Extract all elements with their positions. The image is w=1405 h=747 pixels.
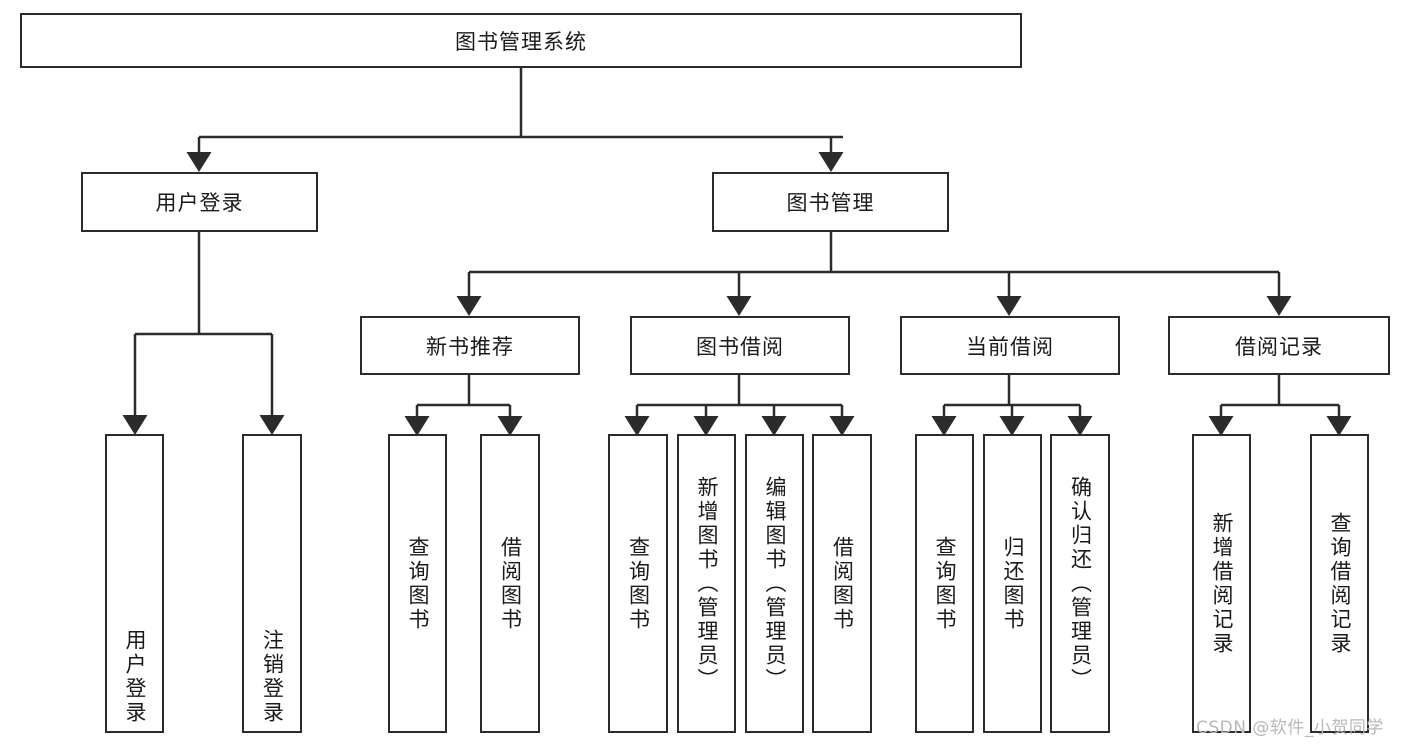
node-current-borrow[interactable]: 当前借阅 — [900, 316, 1120, 375]
node-root-label: 图书管理系统 — [455, 29, 587, 54]
node-root[interactable]: 图书管理系统 — [20, 13, 1022, 68]
node-leaf-current-borrow-3-label: 确认归还（管理员） — [1068, 475, 1093, 692]
node-leaf-new-book-rec-1[interactable]: 查询图书 — [388, 434, 447, 733]
node-user-login[interactable]: 用户登录 — [81, 172, 318, 232]
node-leaf-user-login-2-label: 注销登录 — [260, 629, 285, 725]
node-leaf-book-borrow-1[interactable]: 查询图书 — [608, 434, 668, 733]
node-leaf-book-borrow-2[interactable]: 新增图书（管理员） — [677, 434, 736, 733]
node-leaf-book-borrow-3[interactable]: 编辑图书（管理员） — [745, 434, 804, 733]
node-leaf-book-borrow-3-label: 编辑图书（管理员） — [763, 475, 787, 692]
node-leaf-book-borrow-2-label: 新增图书（管理员） — [695, 475, 719, 692]
node-current-borrow-label: 当前借阅 — [966, 334, 1054, 359]
node-leaf-book-borrow-1-label: 查询图书 — [626, 535, 651, 632]
watermark: CSDN @软件_小贺同学 — [1196, 718, 1384, 738]
node-leaf-book-borrow-4-label: 借阅图书 — [830, 535, 855, 632]
node-leaf-current-borrow-1-label: 查询图书 — [933, 535, 957, 632]
node-leaf-borrow-record-1[interactable]: 新增借阅记录 — [1192, 434, 1251, 733]
node-leaf-new-book-rec-1-label: 查询图书 — [406, 535, 430, 632]
node-book-borrow-label: 图书借阅 — [696, 334, 784, 359]
node-new-book-rec-label: 新书推荐 — [426, 334, 514, 359]
node-leaf-book-borrow-4[interactable]: 借阅图书 — [812, 434, 872, 733]
node-leaf-new-book-rec-2-label: 借阅图书 — [498, 535, 523, 632]
node-book-borrow[interactable]: 图书借阅 — [630, 316, 850, 375]
node-user-login-label: 用户登录 — [155, 191, 244, 215]
node-leaf-current-borrow-3[interactable]: 确认归还（管理员） — [1050, 434, 1110, 733]
node-borrow-record[interactable]: 借阅记录 — [1168, 316, 1390, 375]
node-borrow-record-label: 借阅记录 — [1235, 334, 1323, 359]
node-book-manage-label: 图书管理 — [786, 191, 875, 215]
node-leaf-user-login-1-label: 用户登录 — [123, 629, 147, 725]
node-leaf-borrow-record-2-label: 查询借阅记录 — [1328, 511, 1352, 656]
node-leaf-user-login-1[interactable]: 用户登录 — [105, 434, 164, 733]
node-book-manage[interactable]: 图书管理 — [712, 172, 949, 232]
node-leaf-borrow-record-2[interactable]: 查询借阅记录 — [1310, 434, 1369, 733]
node-leaf-user-login-2[interactable]: 注销登录 — [242, 434, 302, 733]
node-leaf-current-borrow-2-label: 归还图书 — [1001, 535, 1025, 632]
node-leaf-current-borrow-1[interactable]: 查询图书 — [915, 434, 974, 733]
node-new-book-rec[interactable]: 新书推荐 — [360, 316, 580, 375]
node-leaf-current-borrow-2[interactable]: 归还图书 — [983, 434, 1042, 733]
node-leaf-new-book-rec-2[interactable]: 借阅图书 — [480, 434, 540, 733]
node-leaf-borrow-record-1-label: 新增借阅记录 — [1210, 511, 1234, 656]
